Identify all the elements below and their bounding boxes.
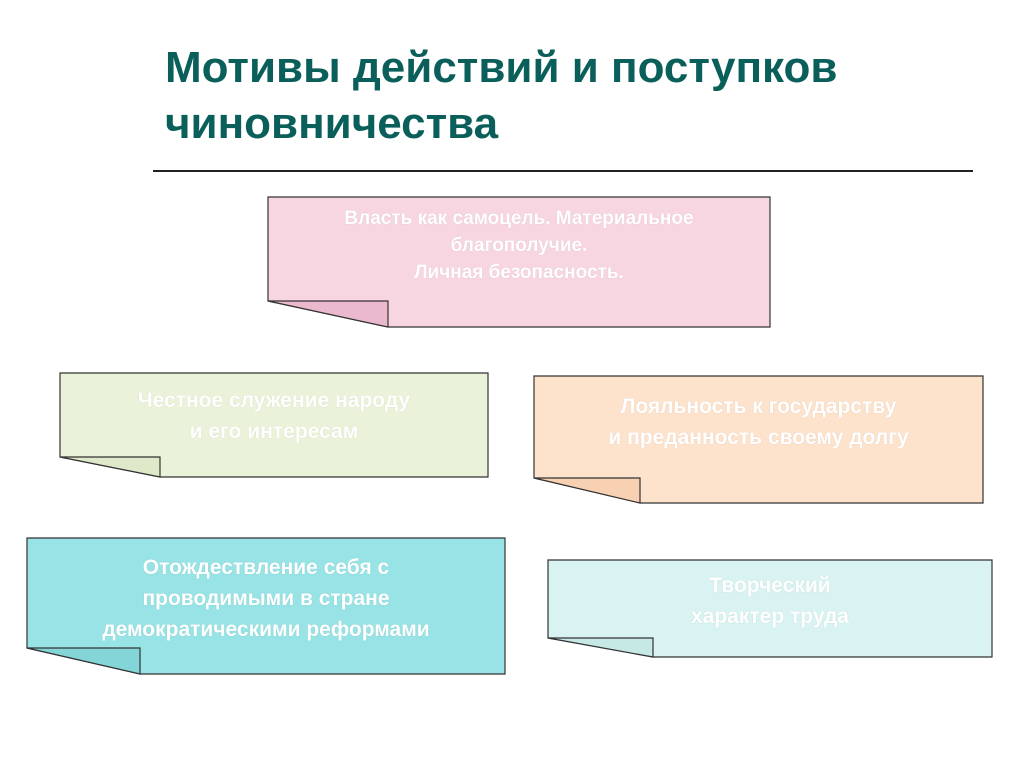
- motive-note-power: Власть как самоцель. Материальное благоп…: [267, 196, 771, 328]
- note-line: Честное служение народу: [137, 389, 411, 412]
- note-text: Честное служение народу и его интересам: [60, 385, 488, 447]
- page-title-line-1: Мотивы действий и поступков: [165, 43, 838, 92]
- note-shape: [533, 375, 984, 504]
- note-line: Творческий: [709, 574, 831, 597]
- note-line: характер труда: [690, 605, 849, 628]
- note-line: и его интересам: [189, 420, 359, 443]
- note-text: Творческий характер труда: [548, 570, 992, 632]
- note-line: демократическими реформами: [102, 618, 430, 641]
- note-text: Отождествление себя с проводимыми в стра…: [27, 552, 505, 645]
- note-shape: [59, 372, 489, 478]
- motive-note-loyalty: Лояльность к государству и преданность с…: [533, 375, 984, 504]
- note-text: Лояльность к государству и преданность с…: [534, 391, 983, 453]
- note-line: Личная безопасность.: [414, 262, 624, 283]
- note-line: Лояльность к государству: [620, 395, 897, 418]
- note-line: Отождествление себя с: [142, 556, 390, 579]
- motive-note-reforms: Отождествление себя с проводимыми в стра…: [26, 537, 506, 675]
- title-divider: [153, 170, 973, 172]
- note-shape: [26, 537, 506, 675]
- motive-note-creative: Творческий характер труда: [547, 559, 993, 658]
- note-text: Власть как самоцель. Материальное благоп…: [268, 205, 770, 286]
- note-shape: [547, 559, 993, 658]
- note-line: проводимыми в стране: [142, 587, 390, 610]
- note-shape: [267, 196, 771, 328]
- page-title-line-2: чиновничества: [165, 99, 499, 148]
- note-line: Власть как самоцель. Материальное: [344, 208, 694, 229]
- motive-note-service: Честное служение народу и его интересам: [59, 372, 489, 478]
- note-line: благополучие.: [450, 235, 588, 256]
- note-line: и преданность своему долгу: [608, 426, 909, 449]
- page-title: Мотивы действий и поступков чиновничеств…: [165, 40, 985, 152]
